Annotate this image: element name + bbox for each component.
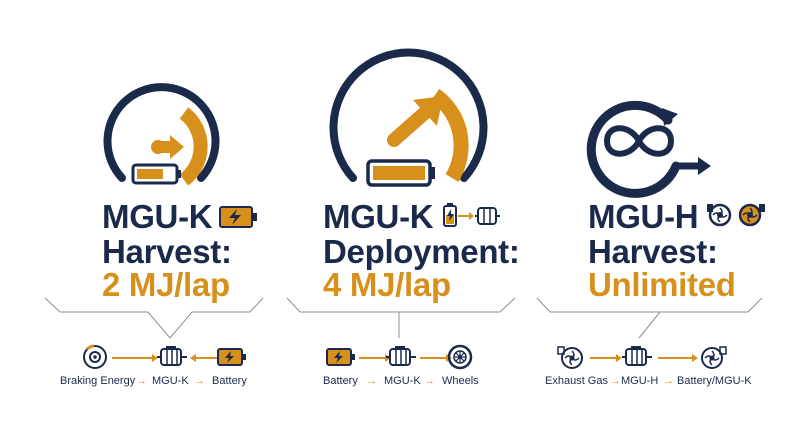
flow-item-exhaust-gas: Exhaust Gas <box>545 375 608 387</box>
flow-item-braking-energy: Braking Energy <box>60 375 136 387</box>
brake-disc-icon <box>83 344 107 369</box>
panel-title-line2: Deployment: <box>323 233 520 270</box>
wheel-icon <box>447 344 473 370</box>
battery-charging-icon <box>326 348 355 366</box>
turbochargers-icon <box>707 203 765 227</box>
flow-arrow-text: → <box>663 375 674 387</box>
panel-title-line2: Harvest: <box>102 233 232 270</box>
panel-value: Unlimited <box>588 266 736 303</box>
panel-value: 4 MJ/lap <box>323 266 451 303</box>
motor-icon <box>157 346 187 366</box>
flow-arrow-text: → <box>424 375 435 387</box>
flow-item-mgu-k: MGU-K <box>152 375 189 387</box>
flow-arrow-text: → <box>610 375 621 387</box>
turbine-icon <box>701 346 727 369</box>
panel-title-line1: MGU-K <box>102 198 213 235</box>
panel-title-line2: Harvest: <box>588 233 718 270</box>
flow-item-battery: Battery <box>212 375 247 387</box>
flow-arrow <box>658 354 698 362</box>
panel-title-line1: MGU-H <box>588 198 699 235</box>
flow-arrow <box>590 354 622 362</box>
battery-to-motor-icon <box>443 203 500 227</box>
turbine-icon <box>557 346 583 369</box>
battery-charging-icon <box>217 348 246 366</box>
flow-arrow-text: → <box>366 375 377 387</box>
flow-item-mgu-h: MGU-H <box>621 375 659 387</box>
flow-item-battery-mgu-k: Battery/MGU-K <box>677 375 752 387</box>
panel-value: 2 MJ/lap <box>102 266 230 303</box>
battery-charging-icon <box>219 206 257 228</box>
motor-icon <box>386 346 416 366</box>
flow-item-mgu-k: MGU-K <box>384 375 421 387</box>
flow-item-battery: Battery <box>323 375 358 387</box>
flow-arrow-text: → <box>136 375 147 387</box>
panel-title-line1: MGU-K <box>323 198 434 235</box>
flow-arrow <box>112 354 158 362</box>
flow-arrow-text: → <box>194 375 205 387</box>
motor-icon <box>622 346 652 366</box>
flow-item-wheels: Wheels <box>442 375 479 387</box>
